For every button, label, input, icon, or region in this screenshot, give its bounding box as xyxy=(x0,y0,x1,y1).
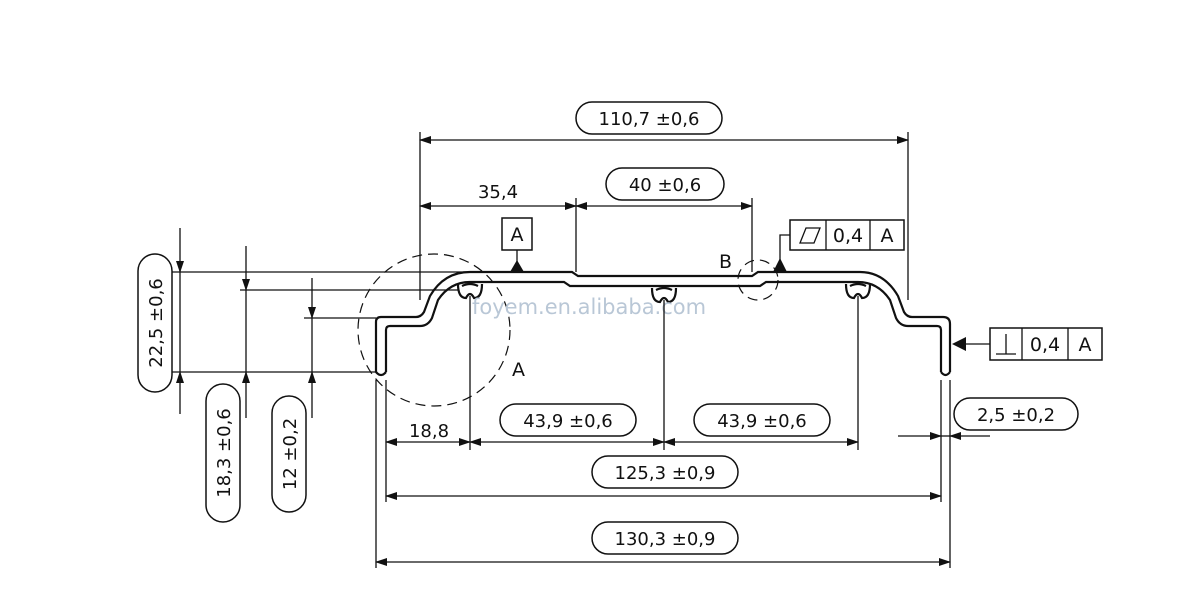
detail-circle-b xyxy=(737,259,779,301)
dim-inner-width: 125,3 ±0,9 xyxy=(591,455,739,489)
svg-text:110,7 ±0,6: 110,7 ±0,6 xyxy=(599,109,700,130)
svg-text:130,3 ±0,9: 130,3 ±0,9 xyxy=(615,529,716,550)
svg-text:22,5 ±0,6: 22,5 ±0,6 xyxy=(146,278,167,368)
svg-text:A: A xyxy=(881,225,894,247)
extension-lines xyxy=(172,132,951,568)
perpendicularity-frame: 0,4 A xyxy=(952,327,1103,361)
svg-text:0,4: 0,4 xyxy=(833,225,863,247)
svg-text:18,8: 18,8 xyxy=(409,421,449,442)
dim-outer-width: 130,3 ±0,9 xyxy=(591,521,739,555)
detail-label-a: A xyxy=(512,359,525,381)
datum-a-marker: A xyxy=(501,217,533,272)
svg-text:A: A xyxy=(1079,334,1092,356)
perpendicularity-icon xyxy=(996,334,1016,355)
svg-text:12 ±0,2: 12 ±0,2 xyxy=(280,418,301,490)
flatness-frame: 0,4 A xyxy=(773,219,905,272)
dim-total-height: 22,5 ±0,6 xyxy=(137,253,173,393)
detail-circle-a xyxy=(357,253,511,407)
flatness-icon xyxy=(799,227,821,244)
svg-text:125,3 ±0,9: 125,3 ±0,9 xyxy=(615,463,716,484)
dim-center-width: 40 ±0,6 xyxy=(605,167,725,201)
dim-pitch-left: 43,9 ±0,6 xyxy=(499,403,637,437)
svg-text:43,9 ±0,6: 43,9 ±0,6 xyxy=(523,411,613,432)
dim-offset-left: 35,4 xyxy=(478,182,518,203)
dim-height-mid: 18,3 ±0,6 xyxy=(205,383,241,523)
detail-label-b: B xyxy=(719,251,732,273)
svg-text:A: A xyxy=(511,224,524,246)
dim-lip: 2,5 ±0,2 xyxy=(953,397,1079,431)
dim-height-low: 12 ±0,2 xyxy=(271,395,307,513)
dim-pitch-right: 43,9 ±0,6 xyxy=(693,403,831,437)
svg-text:0,4: 0,4 xyxy=(1030,334,1060,356)
dim-left-flange: 18,8 xyxy=(409,421,449,442)
svg-text:2,5 ±0,2: 2,5 ±0,2 xyxy=(977,405,1055,426)
svg-text:40 ±0,6: 40 ±0,6 xyxy=(629,175,701,196)
dim-overall-top-width: 110,7 ±0,6 xyxy=(575,101,723,135)
svg-text:43,9 ±0,6: 43,9 ±0,6 xyxy=(717,411,807,432)
watermark: foyem.en.alibaba.com xyxy=(472,295,706,319)
dimension-lines xyxy=(176,136,990,566)
profile-outline xyxy=(374,270,952,377)
svg-text:35,4: 35,4 xyxy=(478,182,518,203)
svg-text:18,3 ±0,6: 18,3 ±0,6 xyxy=(214,408,235,498)
